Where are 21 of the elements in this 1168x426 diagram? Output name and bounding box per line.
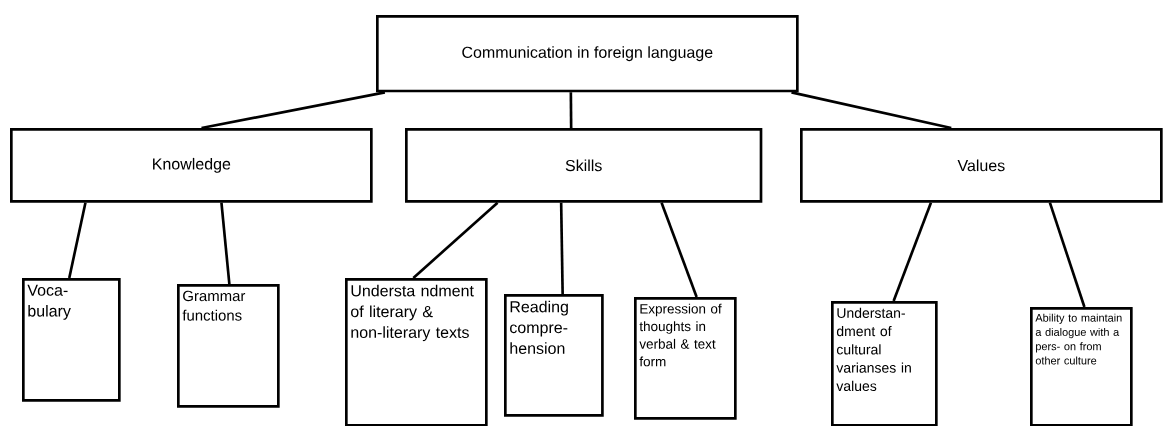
connector-line (220, 202, 231, 285)
item-box: Voca- bulary (22, 278, 121, 402)
connector-line (791, 91, 952, 130)
item-box: Expression of thoughts in verbal & text form (634, 297, 737, 420)
connector-line (569, 92, 573, 128)
category-box: Values (800, 128, 1163, 203)
connector-line (660, 202, 698, 298)
category-box: Knowledge (10, 128, 373, 203)
connector-line (201, 91, 386, 130)
item-box: Reading compre- hension (504, 294, 604, 417)
item-box: Understa ndment of literary & non-literary texts (345, 278, 488, 426)
connector-line (412, 201, 499, 279)
category-box: Skills (405, 128, 763, 203)
connector-line (67, 202, 87, 279)
item-box: Understan- dment of cultural varianses in values (831, 301, 938, 426)
connector-line (892, 202, 933, 302)
connector-line (559, 202, 564, 295)
root-box: Communication in foreign language (376, 15, 799, 93)
connector-line (1048, 202, 1086, 308)
item-box: Ability to maintain a dialogue with a pers- on from other culture (1030, 307, 1133, 426)
item-box: Grammar functions (177, 284, 280, 408)
